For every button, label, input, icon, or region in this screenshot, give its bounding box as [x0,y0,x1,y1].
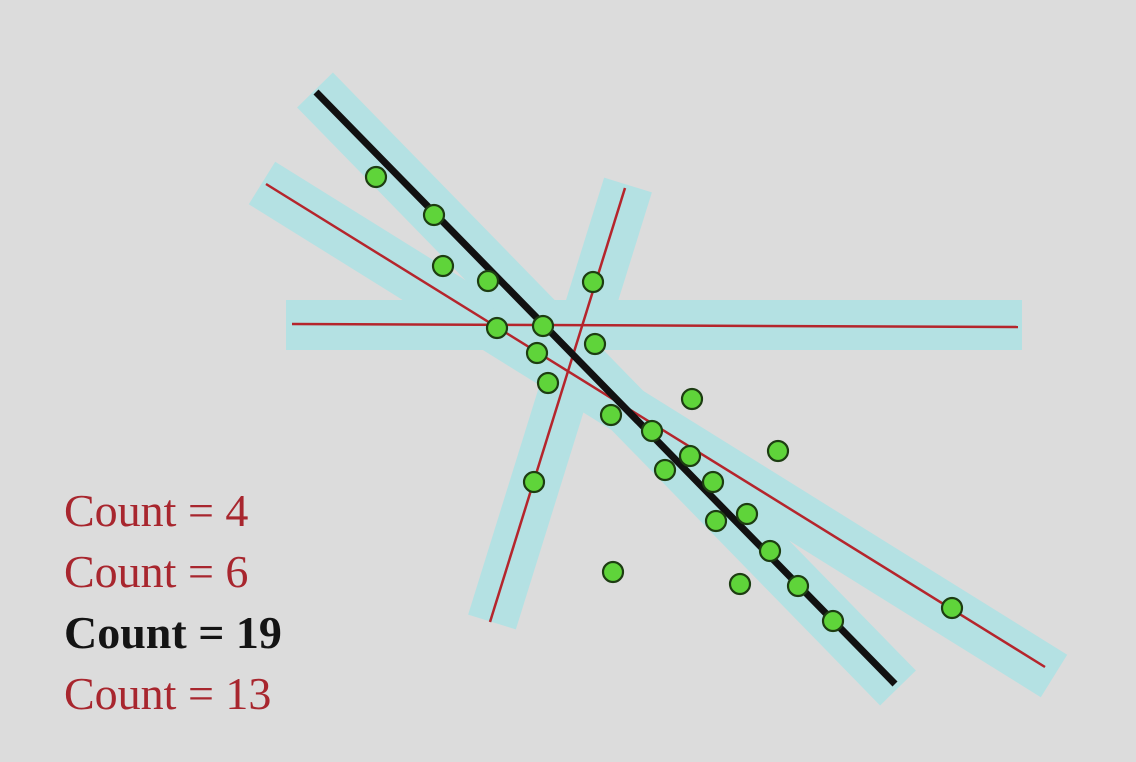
data-point [678,444,702,468]
data-point [583,332,607,356]
candidate-line-steep [488,187,627,623]
data-point [758,539,782,563]
data-point [364,165,388,189]
data-point [701,470,725,494]
data-point [728,572,752,596]
count-label-best-line: Count = 19 [64,607,282,658]
data-point [653,458,677,482]
data-point [525,341,549,365]
data-point [940,596,964,620]
data-point [735,502,759,526]
inlier-band-steep [468,177,652,630]
data-point [522,470,546,494]
data-point [821,609,845,633]
count-label-steep-line: Count = 6 [64,546,249,597]
data-point [581,270,605,294]
count-label-horizontal-line: Count = 4 [64,485,249,536]
count-labels: Count = 4 Count = 6 Count = 19 Count = 1… [64,480,282,724]
data-point [431,254,455,278]
data-point [536,371,560,395]
data-point [531,314,555,338]
data-point [601,560,625,584]
data-point [766,439,790,463]
data-point [599,403,623,427]
data-point [640,419,664,443]
data-point [485,316,509,340]
data-point [704,509,728,533]
candidate-line-horizontal [291,322,1019,329]
data-points [364,165,964,633]
data-point [786,574,810,598]
data-point [680,387,704,411]
data-point [476,269,500,293]
count-label-shallow-line: Count = 13 [64,668,272,719]
data-point [422,203,446,227]
